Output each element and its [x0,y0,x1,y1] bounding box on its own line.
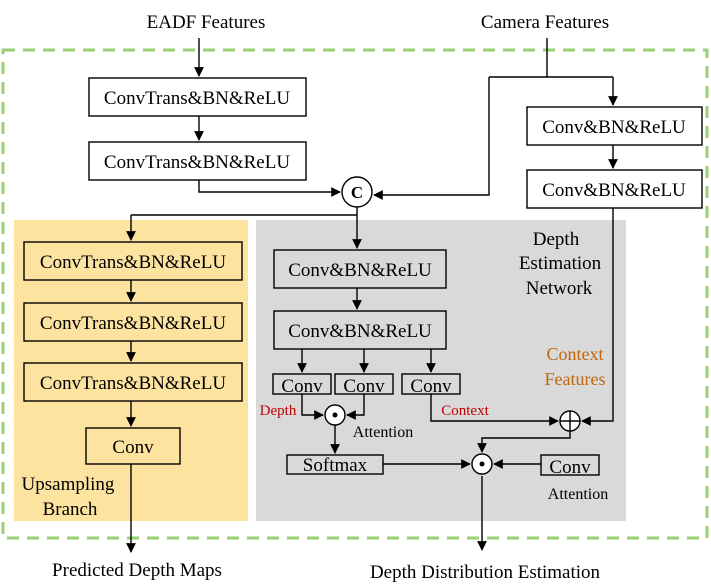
attention-label-2: Attention [548,486,608,503]
upsampling-convtrans-label-1: ConvTrans&BN&ReLU [40,252,226,273]
upsampling-convtrans-label-3: ConvTrans&BN&ReLU [40,373,226,394]
depth-conv-label-b: Conv [343,376,385,397]
upsampling-convtrans-box-3 [23,362,243,402]
upsampling-convtrans-label-2: ConvTrans&BN&ReLU [40,313,226,334]
depth-label: Depth [260,403,297,419]
main-convtrans-label-2: ConvTrans&BN&ReLU [104,152,290,173]
upsampling-title-line2: Branch [43,499,98,520]
upsampling-convtrans-box-1 [23,241,243,281]
depth-conv-bn-relu-label-2: Conv&BN&ReLU [288,321,432,342]
attention-conv-label: Conv [549,457,591,478]
arrow-context-features-to-add [581,208,614,426]
main-convtrans-box-2 [88,141,307,181]
depth-conv-bn-relu-box-1 [273,249,447,289]
attention-label-1: Attention [353,424,413,441]
depth-net-title-line1: Depth [533,229,580,250]
depth-conv-bn-relu-label-1: Conv&BN&ReLU [288,260,432,281]
arrow-conv-b-to-attention [346,394,365,420]
camera-features-label: Camera Features [481,12,609,33]
eadf-features-label: EADF Features [147,12,266,33]
outer-dashed-border [1,48,709,540]
camera-conv-box-1 [526,106,703,146]
depth-net-title-line2: Estimation [519,253,602,274]
arrow-add-to-dot [477,431,571,453]
main-convtrans-box-1 [88,77,307,117]
upsampling-conv-label: Conv [112,437,154,458]
main-convtrans-label-1: ConvTrans&BN&ReLU [104,88,290,109]
arrow-convtrans2-to-concat [198,180,341,197]
concat-symbol: C [351,183,363,202]
depth-distribution-label: Depth Distribution Estimation [370,562,601,583]
context-features-line2: Features [545,369,606,389]
depth-conv-label-a: Conv [281,376,323,397]
camera-conv-box-2 [526,169,703,209]
arrow-camera-to-concat [373,77,490,200]
attention-conv-box [540,454,600,476]
upsampling-convtrans-box-2 [23,302,243,342]
attention-dot-center-2 [479,461,485,467]
arrow-conv-c-to-add [430,394,559,426]
context-features-line1: Context [547,344,604,364]
predicted-depth-maps-label: Predicted Depth Maps [52,560,222,581]
upsampling-conv-box [85,427,181,465]
depth-conv-label-c: Conv [410,376,452,397]
camera-conv-label-2: Conv&BN&ReLU [542,180,686,201]
attention-dot-center-1 [332,412,338,418]
depth-conv-bn-relu-box-2 [273,310,447,350]
upsampling-title-line1: Upsampling [22,474,115,495]
camera-conv-label-1: Conv&BN&ReLU [542,117,686,138]
depth-net-title-line3: Network [526,278,593,299]
arrow-conv-a-to-attention [301,394,324,420]
softmax-label: Softmax [303,455,368,476]
context-label: Context [441,403,489,419]
